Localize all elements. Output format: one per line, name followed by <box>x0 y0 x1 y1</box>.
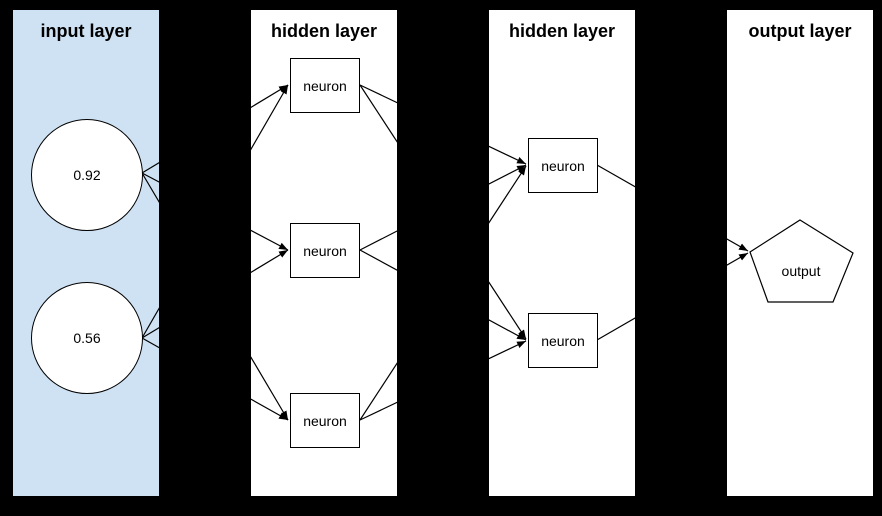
panel-output-layer: output layer <box>727 10 873 496</box>
hidden1-neuron-3-label: neuron <box>303 412 347 429</box>
hidden2-neuron-2-label: neuron <box>541 332 585 349</box>
hidden1-neuron-1-label: neuron <box>303 77 347 94</box>
output-layer-title: output layer <box>748 21 852 41</box>
input-layer-title: input layer <box>40 21 132 41</box>
hidden2-neuron-2: neuron <box>528 313 598 368</box>
hidden2-neuron-1: neuron <box>528 138 598 193</box>
panel-input-layer: input layer <box>13 10 159 496</box>
hidden1-neuron-2: neuron <box>290 223 360 278</box>
input-node-2: 0.56 <box>31 282 143 394</box>
input-node-1-value: 0.92 <box>73 167 101 183</box>
hidden1-neuron-2-label: neuron <box>303 242 347 259</box>
hidden-layer-1-title: hidden layer <box>270 21 378 41</box>
hidden2-neuron-1-label: neuron <box>541 157 585 174</box>
hidden-layer-2-title: hidden layer <box>508 21 616 41</box>
input-node-1: 0.92 <box>31 119 143 231</box>
hidden1-neuron-1: neuron <box>290 58 360 113</box>
panel-hidden-layer-2: hidden layer <box>489 10 635 496</box>
hidden1-neuron-3: neuron <box>290 393 360 448</box>
input-node-2-value: 0.56 <box>73 330 101 346</box>
